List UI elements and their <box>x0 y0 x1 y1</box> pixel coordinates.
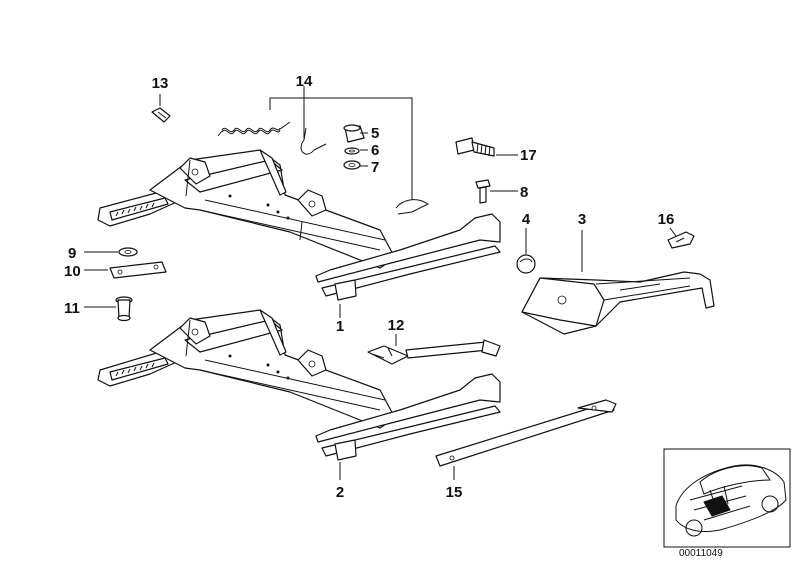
seat-rail-upper[interactable] <box>97 149 501 301</box>
part-8-bolt[interactable] <box>475 179 491 204</box>
label-5: 5 <box>371 125 379 142</box>
part-17-stud[interactable] <box>455 137 495 157</box>
label-2: 2 <box>336 484 344 501</box>
part-7-nut[interactable] <box>343 160 361 170</box>
label-17: 17 <box>520 147 537 164</box>
label-14: 14 <box>296 73 313 90</box>
part-5-bushing[interactable] <box>343 124 365 143</box>
vehicle-inset[interactable]: 00011049 <box>663 448 791 559</box>
part-10-plate[interactable] <box>109 261 167 279</box>
inset-code: 00011049 <box>679 548 723 559</box>
label-6: 6 <box>371 142 379 159</box>
leader-lines <box>84 86 677 480</box>
label-1: 1 <box>336 318 344 335</box>
seat-rail-lower[interactable] <box>97 309 501 461</box>
part-labels: 1 2 3 4 5 6 7 8 9 10 11 12 13 14 15 16 1… <box>64 73 674 501</box>
part-15-flat-bar[interactable] <box>435 399 617 467</box>
part-11-sleeve[interactable] <box>115 296 133 322</box>
label-11: 11 <box>64 300 80 317</box>
part-12-linkage[interactable] <box>367 339 501 365</box>
label-9: 9 <box>68 245 76 262</box>
label-3: 3 <box>578 211 586 228</box>
part-3-cover[interactable] <box>521 271 715 335</box>
label-4: 4 <box>522 211 531 228</box>
label-16: 16 <box>658 211 675 228</box>
label-10: 10 <box>64 263 81 280</box>
label-12: 12 <box>388 317 405 334</box>
part-16-clip[interactable] <box>667 231 695 249</box>
label-13: 13 <box>152 75 169 92</box>
part-9-washer[interactable] <box>118 247 138 257</box>
label-15: 15 <box>446 484 463 501</box>
label-7: 7 <box>371 159 379 176</box>
part-6-washer[interactable] <box>344 147 360 155</box>
part-13-screw[interactable] <box>151 107 171 123</box>
label-8: 8 <box>520 184 528 201</box>
part-4-cap[interactable] <box>516 254 536 274</box>
